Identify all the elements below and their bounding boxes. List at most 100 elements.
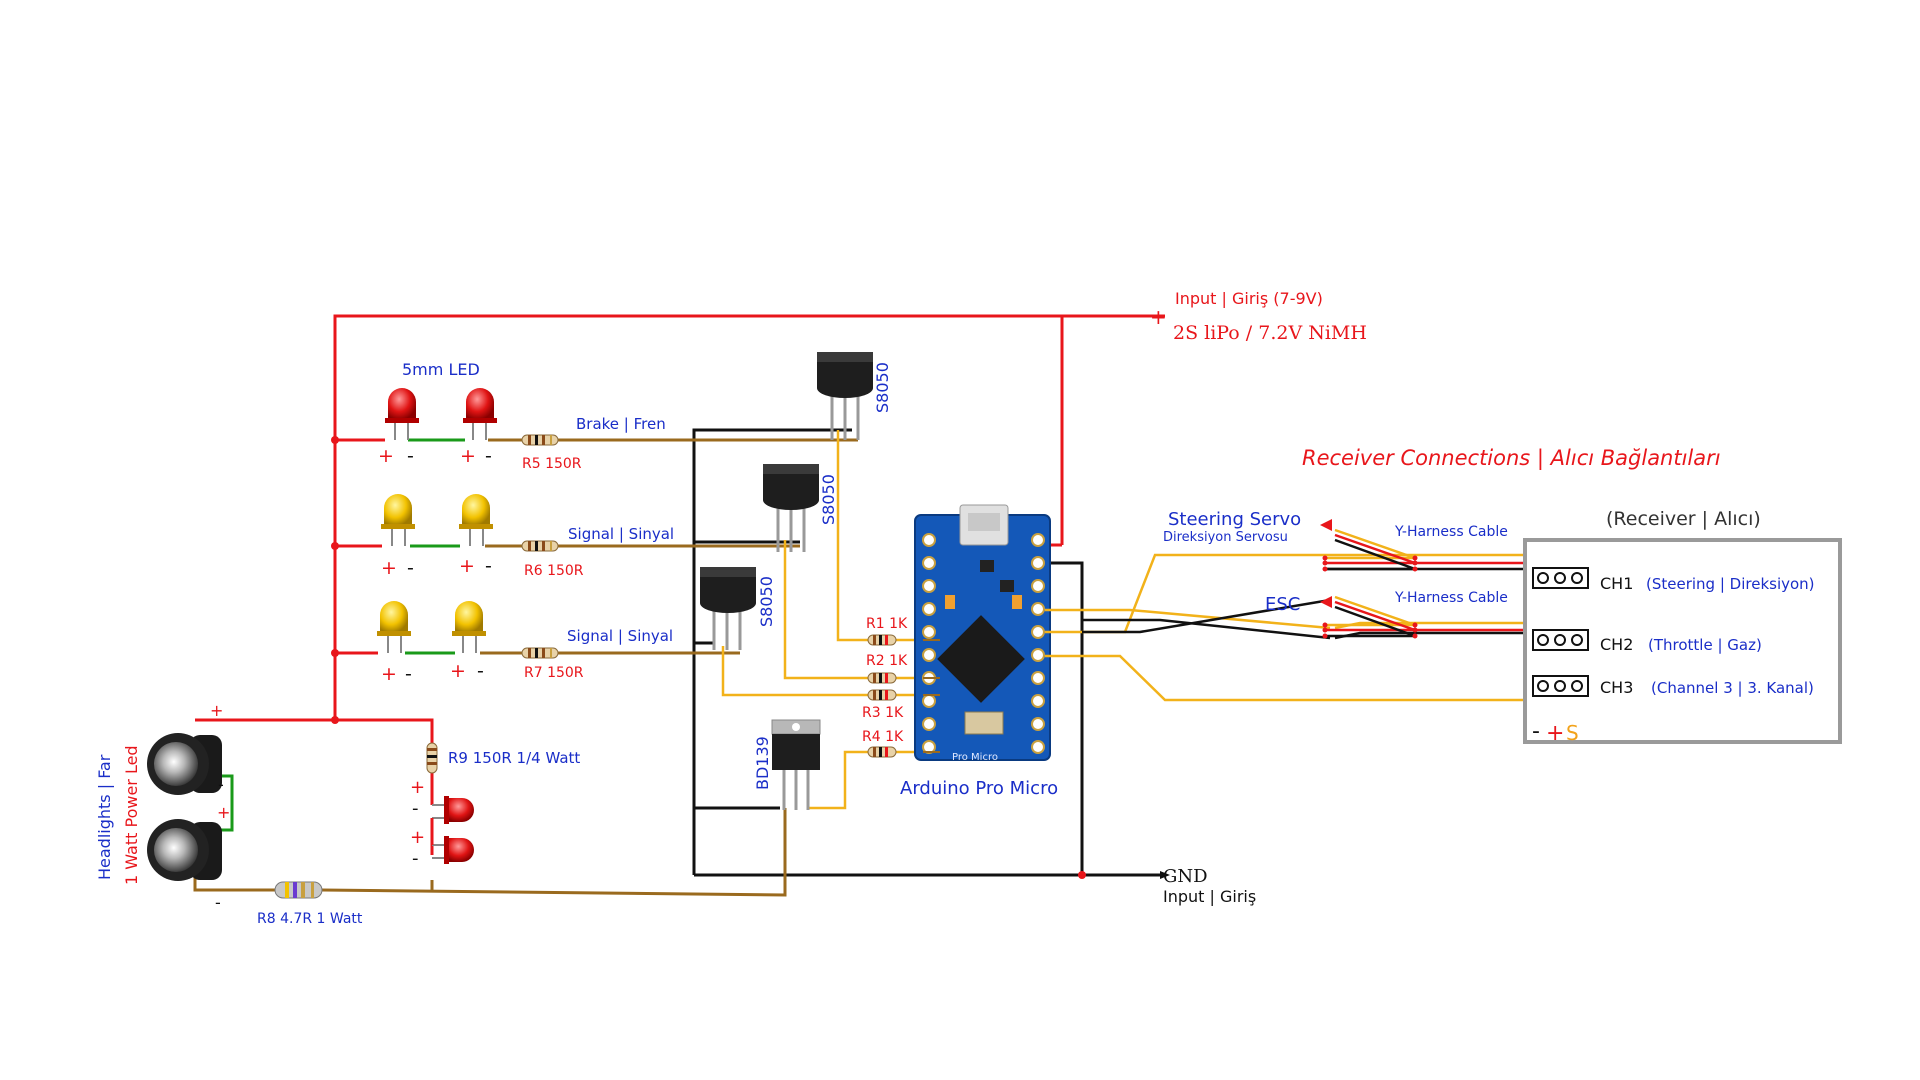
signal-label-2: Signal | Sinyal	[567, 627, 673, 645]
led-series-wires	[210, 438, 465, 832]
resistor-r8	[274, 881, 323, 899]
arduino-pin-wires-left	[923, 639, 940, 753]
led-minus: -	[407, 445, 414, 467]
r5-label: R5 150R	[522, 456, 582, 472]
transistor-1-label: S8050	[873, 362, 892, 413]
headlight-plus: +	[217, 803, 230, 822]
ch3-label: CH3	[1600, 678, 1633, 697]
r4-label: R4 1K	[862, 729, 904, 745]
headlight-1	[147, 733, 222, 795]
ch1-desc: (Steering | Direksiyon)	[1646, 575, 1815, 593]
led-plus: +	[460, 445, 476, 467]
y-harness-label-2: Y-Harness Cable	[1394, 590, 1508, 606]
led-minus: -	[412, 798, 419, 819]
junction-dot	[331, 716, 339, 724]
led-red-4	[432, 836, 474, 864]
cathode-wires	[193, 438, 858, 897]
receiver-ch3-header	[1532, 675, 1589, 697]
led-minus: -	[485, 445, 492, 467]
led-title: 5mm LED	[402, 360, 480, 379]
gnd-arrow	[1160, 871, 1170, 879]
power-led-label: 1 Watt Power Led	[122, 745, 141, 885]
y-harness-label-1: Y-Harness Cable	[1394, 524, 1508, 540]
led-minus: -	[407, 557, 414, 579]
headlight-2	[147, 819, 222, 881]
gnd-input-label: Input | Giriş	[1163, 887, 1256, 906]
led-yellow-2	[459, 494, 493, 546]
transistor-bd139	[771, 719, 821, 810]
transistor-s8050-2	[763, 464, 819, 552]
led-red-2	[463, 388, 497, 440]
esc-label: ESC	[1265, 594, 1300, 615]
led-plus: +	[410, 777, 425, 798]
transistor-2-label: S8050	[819, 474, 838, 525]
arduino-label: Arduino Pro Micro	[900, 778, 1058, 799]
junction-dot	[331, 649, 339, 657]
transistor-s8050-3	[700, 567, 756, 650]
receiver-ch2-header	[1532, 629, 1589, 651]
led-plus: +	[459, 555, 475, 577]
battery-label: 2S liPo / 7.2V NiMH	[1173, 322, 1367, 344]
led-yellow-1	[381, 494, 415, 546]
gnd-label: GND	[1163, 866, 1208, 887]
resistor-r7	[521, 647, 559, 659]
receiver-signal-wires	[1045, 553, 1572, 702]
receiver-box-title: (Receiver | Alıcı)	[1606, 508, 1761, 530]
ch2-label: CH2	[1600, 635, 1633, 654]
y-harness-steering	[1325, 528, 1544, 578]
transistor-4-label: BD139	[753, 736, 772, 790]
r9-label: R9 150R 1/4 Watt	[448, 749, 580, 767]
arduino-pro-micro: Pro Micro	[914, 504, 1051, 763]
resistor-r1	[867, 634, 897, 646]
r8-label: R8 4.7R 1 Watt	[257, 911, 363, 927]
r6-label: R6 150R	[524, 563, 584, 579]
transistor-3-label: S8050	[757, 576, 776, 627]
transistor-s8050-1	[817, 352, 873, 440]
led-plus: +	[410, 827, 425, 848]
led-yellow-3	[377, 601, 411, 653]
legend-signal: S	[1566, 721, 1579, 745]
r1-label: R1 1K	[866, 616, 908, 632]
ch3-desc: (Channel 3 | 3. Kanal)	[1651, 679, 1814, 697]
led-plus: +	[381, 663, 397, 685]
resistor-r2	[867, 672, 897, 684]
resistor-r5	[521, 434, 559, 446]
resistor-r4	[867, 746, 897, 758]
resistor-r6	[521, 540, 559, 552]
input-voltage-label: Input | Giriş (7-9V)	[1175, 289, 1323, 308]
led-minus: -	[405, 663, 412, 685]
input-plus-symbol: +	[1150, 305, 1167, 329]
led-plus: +	[381, 557, 397, 579]
receiver-connections-title: Receiver Connections | Alıcı Bağlantılar…	[1302, 446, 1721, 471]
headlight-plus: +	[210, 701, 223, 720]
junction-dot	[1078, 871, 1086, 879]
led-minus: -	[412, 848, 419, 869]
headlight-minus: -	[218, 775, 224, 794]
led-minus: -	[485, 555, 492, 577]
legend-minus: -	[1532, 719, 1540, 744]
board-silkscreen: Pro Micro	[952, 752, 998, 763]
r2-label: R2 1K	[866, 653, 908, 669]
headlight-minus: -	[215, 893, 221, 912]
led-yellow-4	[452, 601, 486, 653]
legend-plus: +	[1546, 721, 1564, 746]
led-red-3	[432, 796, 474, 824]
junction-dot	[331, 436, 339, 444]
led-red-1	[385, 388, 419, 440]
brake-label: Brake | Fren	[576, 415, 666, 433]
steering-servo-tr-label: Direksiyon Servosu	[1163, 530, 1288, 545]
led-minus: -	[477, 660, 484, 682]
ch2-desc: (Throttle | Gaz)	[1648, 636, 1762, 654]
led-plus: +	[378, 445, 394, 467]
led-plus: +	[450, 660, 466, 682]
junction-dot	[331, 542, 339, 550]
resistor-r3	[867, 689, 897, 701]
headlights-label: Headlights | Far	[95, 754, 114, 880]
arduino-pins-right	[1031, 533, 1045, 754]
resistor-r9	[426, 742, 438, 774]
r3-label: R3 1K	[862, 705, 904, 721]
r7-label: R7 150R	[524, 665, 584, 681]
receiver-ch1-header	[1532, 567, 1589, 589]
harness-nodes	[1322, 555, 1418, 639]
